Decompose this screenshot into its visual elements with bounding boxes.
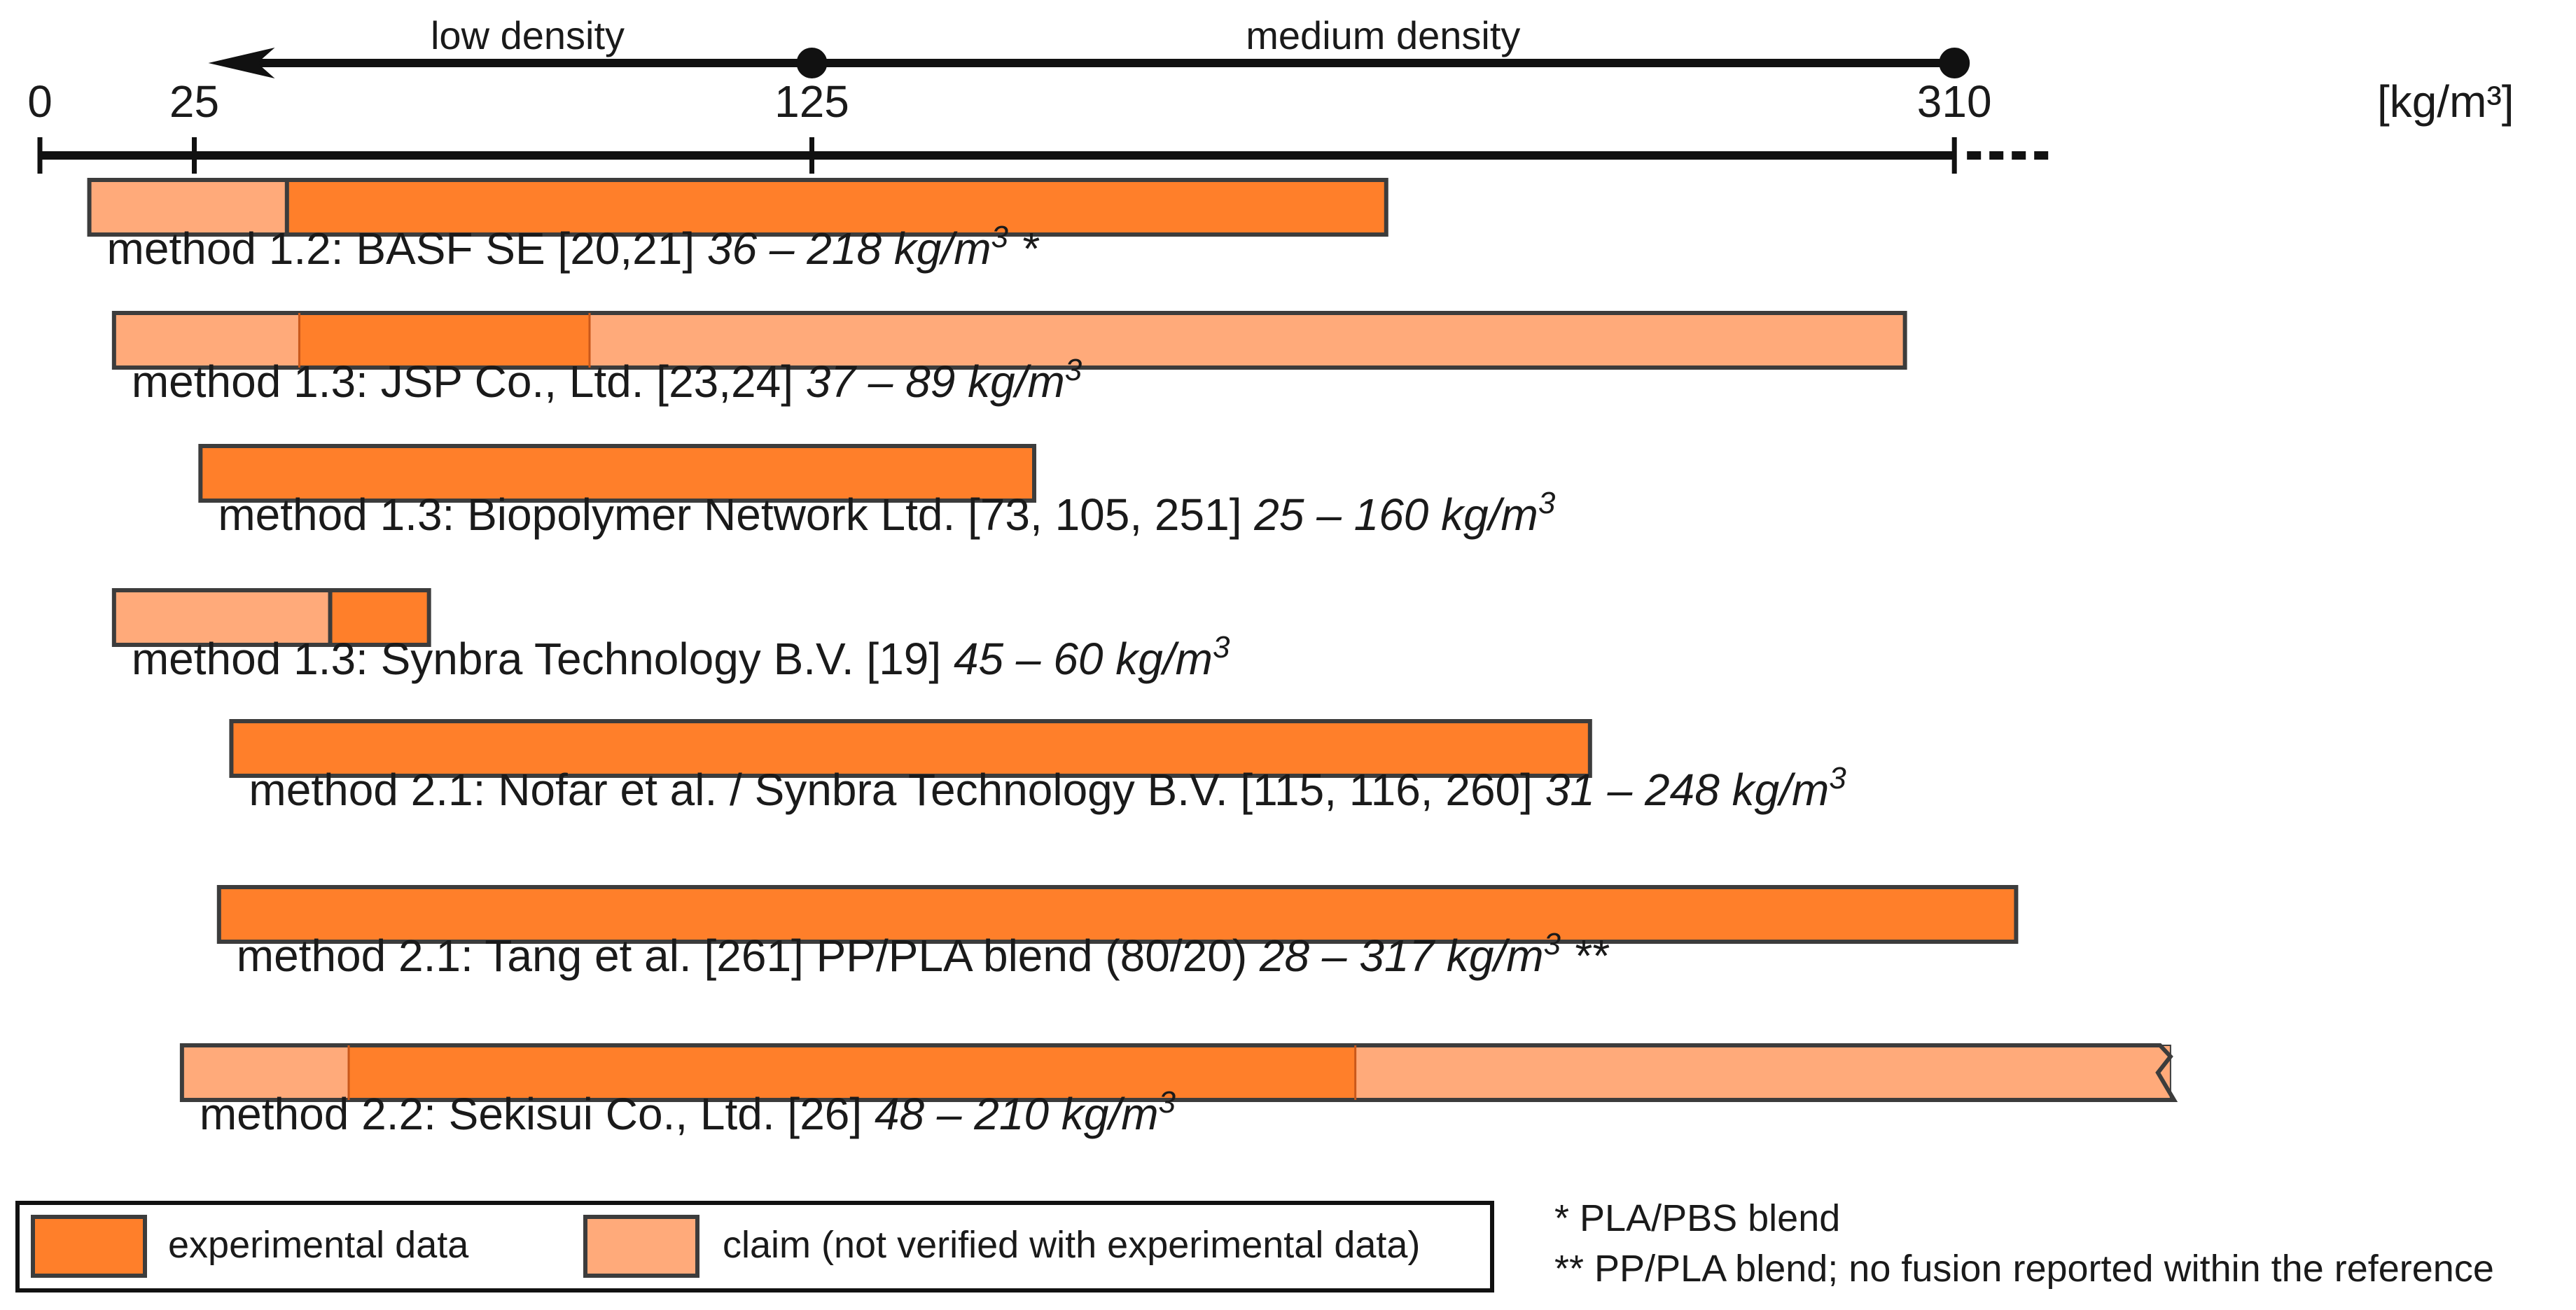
tick-label: 25 <box>169 76 219 127</box>
row-range-text: 36 – 218 kg/m <box>707 223 991 274</box>
bar-outline-open-ended <box>179 1043 2178 1102</box>
row-range-text: 45 – 60 kg/m <box>954 634 1213 684</box>
tick-label: 0 <box>27 76 53 127</box>
density-marker-125 <box>796 48 828 78</box>
experimental-segment <box>230 720 1591 776</box>
unit-superscript: 3 <box>1538 486 1556 520</box>
tick-label: 125 <box>774 76 849 127</box>
unit-superscript: 3 <box>1213 630 1230 664</box>
row-range-text: 48 – 210 kg/m <box>875 1089 1159 1139</box>
medium-density-label: medium density <box>1246 13 1520 57</box>
bar-outline <box>111 311 1907 370</box>
row-range-text: 25 – 160 kg/m <box>1253 489 1538 540</box>
bar-row <box>216 885 2019 944</box>
tick-label: 310 <box>1917 76 1992 127</box>
row-footnote-marker: ** <box>1561 931 1610 981</box>
legend-label-experimental: experimental data <box>168 1224 469 1266</box>
experimental-segment <box>348 1045 1356 1101</box>
axis-dot <box>1989 151 2004 160</box>
row-method-text: method 1.3: Biopolymer Network Ltd. [73,… <box>218 489 1254 540</box>
unit-superscript: 3 <box>1544 927 1561 961</box>
row-label: method 1.3: Biopolymer Network Ltd. [73,… <box>218 486 1556 540</box>
bar-outline <box>229 719 1592 778</box>
row-method-text: method 2.1: Nofar et al. / Synbra Techno… <box>249 765 1545 815</box>
low-density-label: low density <box>431 13 625 57</box>
claim-segment <box>1354 1045 2171 1101</box>
row-label: method 2.1: Tang et al. [261] PP/PLA ble… <box>237 927 1610 981</box>
density-arrow: low density medium density <box>208 13 1970 78</box>
row-method-text: method 1.3: JSP Co., Ltd. [23,24] <box>132 356 806 407</box>
x-axis: 0 25 125 310 [kg/m³] <box>27 76 2514 174</box>
axis-continuation-dots <box>1967 151 2049 160</box>
claim-segment <box>181 1045 349 1101</box>
row-label: method 1.2: BASF SE [20,21] 36 – 218 kg/… <box>107 220 1040 274</box>
unit-superscript: 3 <box>1065 353 1082 387</box>
row-range-text: 31 – 248 kg/m <box>1545 765 1830 815</box>
bar-row <box>229 719 1592 778</box>
bar-row <box>198 444 1037 503</box>
row-method-text: method 1.3: Synbra Technology B.V. [19] <box>132 634 954 684</box>
footnote-1: * PLA/PBS blend <box>1554 1197 1840 1239</box>
unit-superscript: 3 <box>1159 1085 1176 1120</box>
legend-swatch-experimental <box>31 1215 147 1278</box>
axis-dot <box>1967 151 1982 160</box>
unit-label: [kg/m³] <box>2377 76 2514 127</box>
row-footnote-marker: * <box>1008 223 1040 274</box>
row-label: method 1.3: Synbra Technology B.V. [19] … <box>132 630 1230 684</box>
row-method-text: method 2.1: Tang et al. [261] PP/PLA ble… <box>237 931 1260 981</box>
footnote-2: ** PP/PLA blend; no fusion reported with… <box>1554 1248 2494 1290</box>
bar-row <box>111 311 1907 370</box>
footnotes: * PLA/PBS blend ** PP/PLA blend; no fusi… <box>1554 1197 2494 1290</box>
axis-ticks: 0 25 125 310 <box>27 76 1992 174</box>
axis-dot <box>2012 151 2026 160</box>
experimental-segment <box>286 179 1387 235</box>
row-range-text: 37 – 89 kg/m <box>806 356 1065 407</box>
density-marker-310 <box>1939 48 1970 78</box>
row-label: method 2.2: Sekisui Co., Ltd. [26] 48 – … <box>200 1085 1176 1139</box>
row-labels: method 1.2: BASF SE [20,21] 36 – 218 kg/… <box>107 220 1847 1139</box>
legend-frame <box>15 1201 1494 1292</box>
bar-row <box>111 588 431 647</box>
legend: experimental data claim (not verified wi… <box>15 1201 1494 1292</box>
legend-swatch-claim <box>583 1215 699 1278</box>
row-range-text: 28 – 317 kg/m <box>1259 931 1544 981</box>
claim-segment <box>588 312 1906 368</box>
row-label: method 1.3: JSP Co., Ltd. [23,24] 37 – 8… <box>132 353 1082 407</box>
row-method-text: method 1.2: BASF SE [20,21] <box>107 223 707 274</box>
row-method-text: method 2.2: Sekisui Co., Ltd. [26] <box>200 1089 875 1139</box>
bar-outline <box>111 588 431 647</box>
bar-outline <box>216 885 2019 944</box>
unit-superscript: 3 <box>1829 761 1846 795</box>
bar-row <box>179 1043 2178 1102</box>
legend-label-claim: claim (not verified with experimental da… <box>723 1224 1420 1266</box>
axis-dot <box>2034 151 2049 160</box>
arrow-head-left-icon <box>208 48 275 78</box>
row-label: method 2.1: Nofar et al. / Synbra Techno… <box>249 761 1846 815</box>
range-bars <box>87 178 2178 1102</box>
bar-row <box>87 178 1388 237</box>
bar-outline <box>198 444 1037 503</box>
bar-outline <box>87 178 1388 237</box>
unit-superscript: 3 <box>991 220 1009 254</box>
